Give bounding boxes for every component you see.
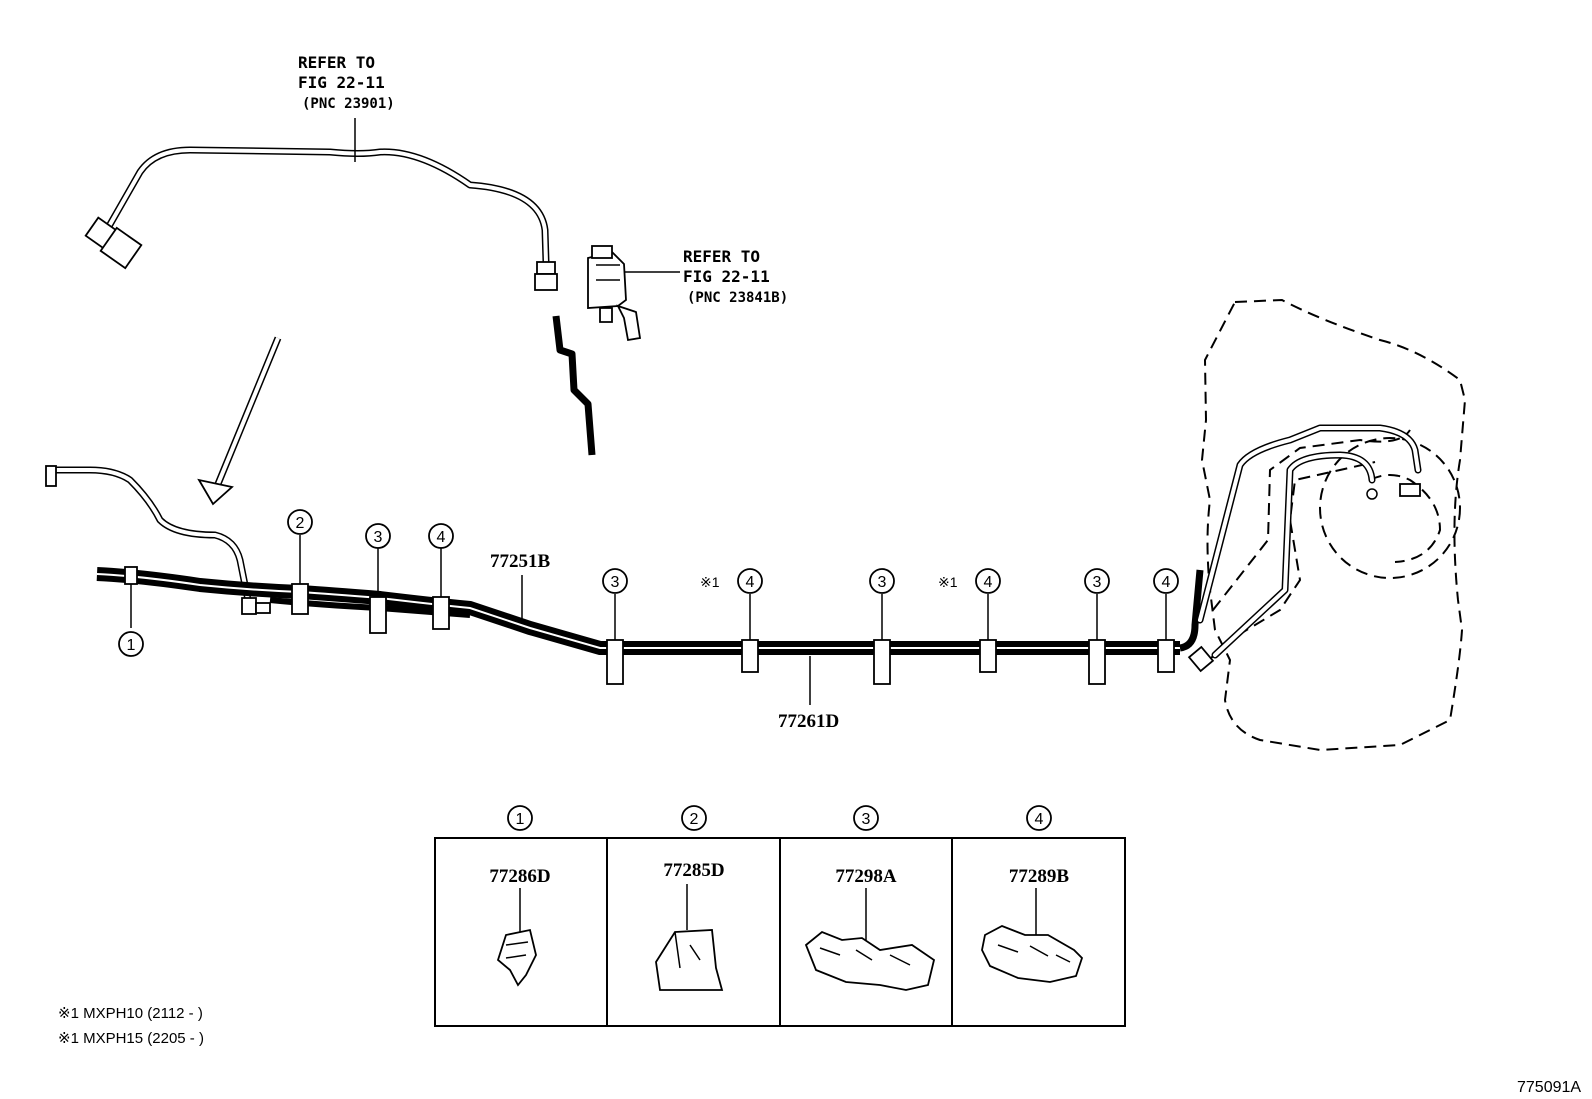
svg-text:3: 3 xyxy=(878,574,887,591)
asterisk-mark-2: ※1 xyxy=(938,574,958,590)
legend-cell-3: 3 77298A xyxy=(804,805,936,991)
clamp-4b xyxy=(741,639,759,673)
callout-1: 1 xyxy=(118,631,144,657)
callout-4c: 4 xyxy=(975,568,1001,594)
svg-text:4: 4 xyxy=(984,574,993,591)
svg-text:3: 3 xyxy=(1093,574,1102,591)
clamp-4a xyxy=(432,596,450,630)
clamp-1 xyxy=(124,566,138,585)
footnote-2: ※1 MXPH15 (2205 - ) xyxy=(58,1030,204,1047)
tube-clamps xyxy=(124,566,1175,685)
canister-module xyxy=(587,245,680,342)
callout-3b: 3 xyxy=(602,568,628,594)
svg-text:4: 4 xyxy=(1035,811,1044,828)
leader-lines xyxy=(130,535,1167,705)
left-fill-pipe xyxy=(45,465,271,615)
svg-text:4: 4 xyxy=(746,574,755,591)
part-number-77251b: 77251B xyxy=(490,551,551,572)
callout-4b: 4 xyxy=(737,568,763,594)
figure-id: 775091A xyxy=(1517,1079,1581,1096)
svg-text:77285D: 77285D xyxy=(663,860,724,881)
legend-cell-4: 4 77289B xyxy=(981,805,1084,983)
svg-text:77289B: 77289B xyxy=(1009,866,1070,887)
callout-3c: 3 xyxy=(869,568,895,594)
pipe-connector-left xyxy=(84,216,143,270)
clamp-3d xyxy=(1088,639,1106,685)
callout-2: 2 xyxy=(287,509,313,535)
svg-text:1: 1 xyxy=(127,637,136,654)
svg-text:2: 2 xyxy=(690,811,699,828)
svg-text:3: 3 xyxy=(611,574,620,591)
svg-text:1: 1 xyxy=(516,811,525,828)
svg-text:77298A: 77298A xyxy=(835,866,897,887)
svg-text:(PNC 23841B): (PNC 23841B) xyxy=(687,290,788,306)
refer-note-pnc-23901: REFER TO FIG 22-11 (PNC 23901) xyxy=(298,53,395,112)
callout-3a: 3 xyxy=(365,523,391,549)
part-number-77261d: 77261D xyxy=(778,711,839,732)
svg-text:REFER TO: REFER TO xyxy=(298,53,375,72)
svg-text:4: 4 xyxy=(437,529,446,546)
clamp-2 xyxy=(291,583,309,615)
svg-text:(PNC 23901): (PNC 23901) xyxy=(302,96,395,112)
svg-text:2: 2 xyxy=(296,515,305,532)
clamp-3a xyxy=(369,596,387,634)
asterisk-mark-1: ※1 xyxy=(700,574,720,590)
svg-text:FIG 22-11: FIG 22-11 xyxy=(683,267,770,286)
svg-text:FIG 22-11: FIG 22-11 xyxy=(298,73,385,92)
svg-text:3: 3 xyxy=(862,811,871,828)
clamp-legend: 1 77286D 2 77285D 3 77298A 4 77289B xyxy=(434,805,1126,1027)
vent-hose xyxy=(552,315,596,456)
callout-3d: 3 xyxy=(1084,568,1110,594)
legend-cell-2: 2 77285D xyxy=(655,805,725,991)
fuel-tank-outline xyxy=(1187,298,1467,752)
callout-4a: 4 xyxy=(428,523,454,549)
clamp-4d xyxy=(1157,639,1175,673)
clamp-3c xyxy=(873,639,891,685)
svg-text:77286D: 77286D xyxy=(489,866,550,887)
legend-cell-1: 1 77286D xyxy=(489,805,551,987)
footnote-1: ※1 MXPH10 (2112 - ) xyxy=(58,1005,203,1022)
pipe-connector-right xyxy=(534,261,558,291)
view-arrow xyxy=(197,336,282,506)
clamp-3b xyxy=(606,639,624,685)
callout-4d: 4 xyxy=(1153,568,1179,594)
refer-note-pnc-23841b: REFER TO FIG 22-11 (PNC 23841B) xyxy=(683,247,788,306)
svg-text:3: 3 xyxy=(374,529,383,546)
svg-text:REFER TO: REFER TO xyxy=(683,247,760,266)
svg-text:4: 4 xyxy=(1162,574,1171,591)
upper-fuel-pipe xyxy=(84,118,558,291)
clamp-4c xyxy=(979,639,997,673)
